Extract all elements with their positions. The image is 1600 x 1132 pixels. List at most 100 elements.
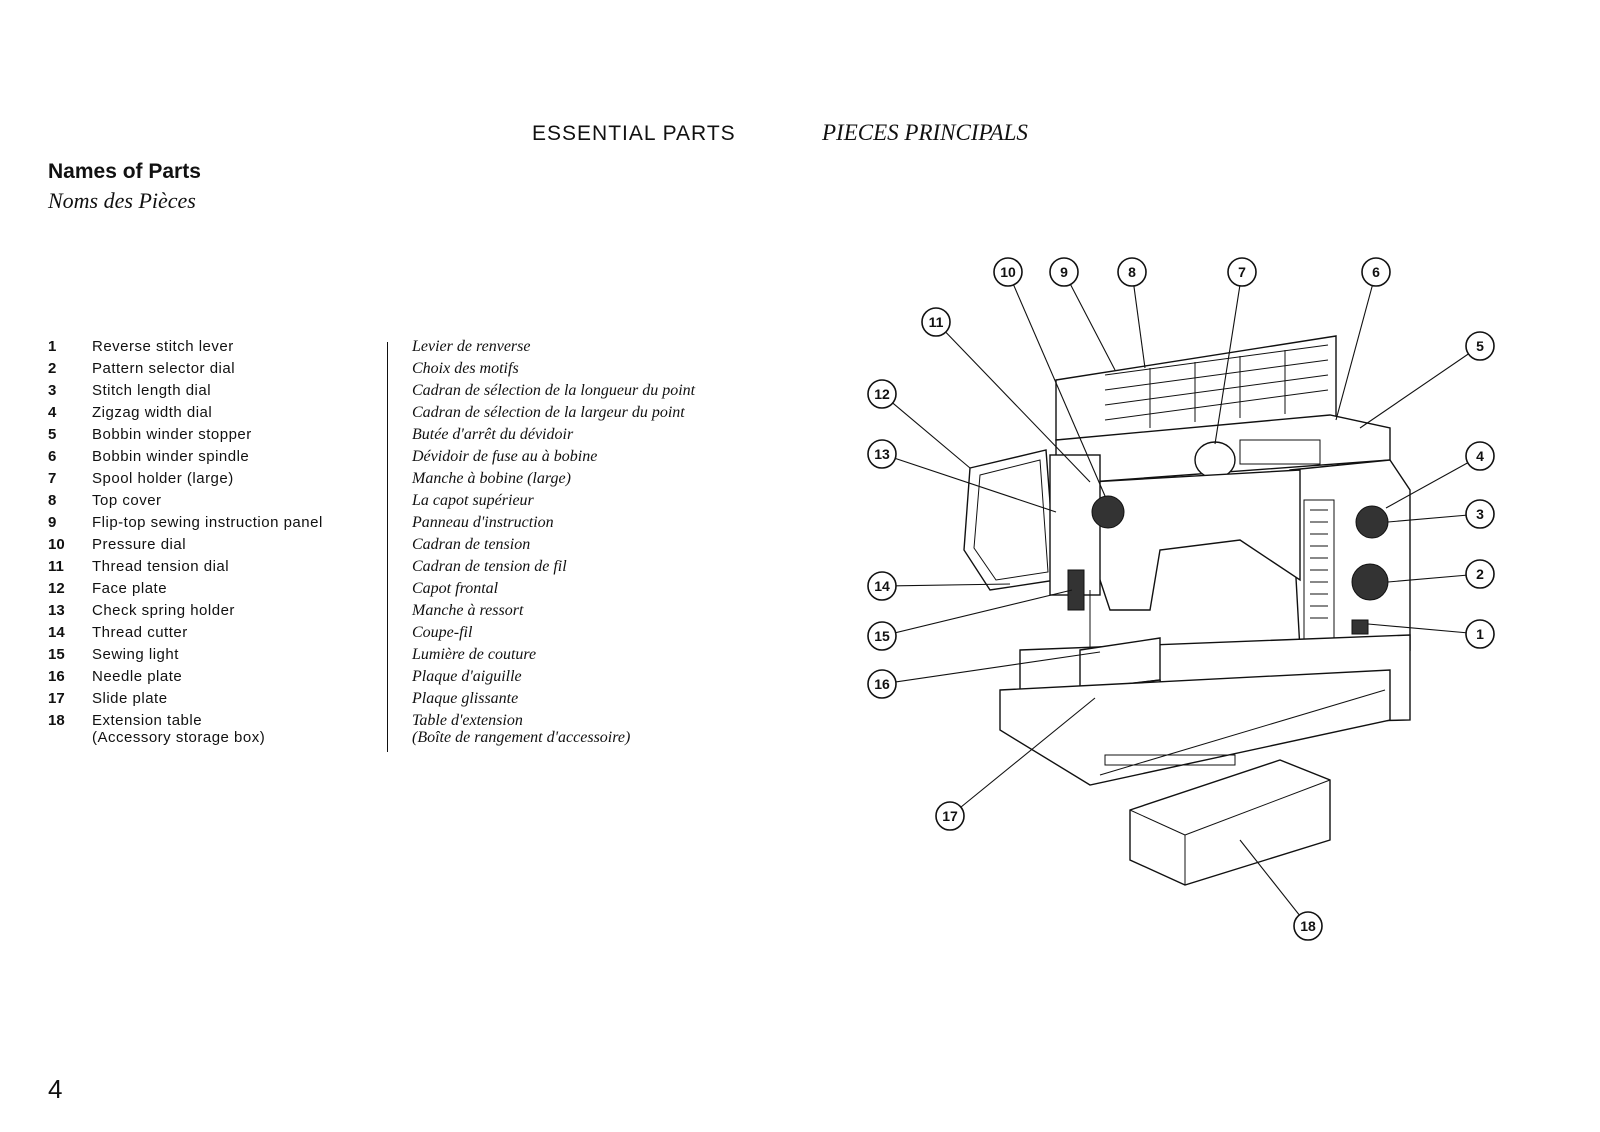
parts-list-item: 4 Zigzag width dial Cadran de sélection de… xyxy=(44,404,764,426)
svg-text:9: 9 xyxy=(1060,264,1068,280)
part-name-english: Sewing light xyxy=(92,646,179,663)
part-name-french: Panneau d'instruction xyxy=(412,514,554,531)
part-name-english: Slide plate xyxy=(92,690,168,707)
callout-12: 12 xyxy=(867,379,897,409)
svg-text:11: 11 xyxy=(929,314,944,330)
callout-4: 4 xyxy=(1465,441,1495,471)
header-title-english: ESSENTIAL PARTS xyxy=(532,122,736,145)
part-number: 10 xyxy=(48,536,65,553)
part-name-french: Plaque d'aiguille xyxy=(412,668,522,685)
svg-text:16: 16 xyxy=(874,676,890,692)
part-name-english: Needle plate xyxy=(92,668,183,685)
part-name-english: Thread cutter xyxy=(92,624,188,641)
part-number: 1 xyxy=(48,338,57,355)
page-header: ESSENTIAL PARTS PIECES PRINCIPALS xyxy=(0,118,1600,158)
part-number: 8 xyxy=(48,492,57,509)
pattern-selector-dial xyxy=(1351,563,1389,601)
callout-15: 15 xyxy=(867,621,897,651)
svg-text:1: 1 xyxy=(1476,626,1484,642)
part-name-french: Cadran de sélection de la largeur du poi… xyxy=(412,404,685,421)
callout-10: 10 xyxy=(993,257,1023,287)
part-number: 2 xyxy=(48,360,57,377)
part-name-english: Bobbin winder spindle xyxy=(92,448,250,465)
callout-9: 9 xyxy=(1049,257,1079,287)
part-number: 18 xyxy=(48,712,65,729)
part-name-english: Flip-top sewing instruction panel xyxy=(92,514,323,531)
sewing-light xyxy=(1067,569,1085,611)
svg-text:3: 3 xyxy=(1476,506,1484,522)
part-number: 7 xyxy=(48,470,57,487)
svg-text:13: 13 xyxy=(874,446,890,462)
callout-14: 14 xyxy=(867,571,897,601)
part-name-french: Lumière de couture xyxy=(412,646,537,663)
part-number: 5 xyxy=(48,426,57,443)
parts-list-item: 10 Pressure dial Cadran de tension xyxy=(44,536,764,558)
svg-text:15: 15 xyxy=(874,628,890,644)
svg-text:18: 18 xyxy=(1300,918,1316,934)
column-divider xyxy=(387,342,388,752)
parts-list-item: 7 Spool holder (large) Manche à bobine (la… xyxy=(44,470,764,492)
part-name-french: Manche à ressort xyxy=(412,602,524,619)
callout-11: 11 xyxy=(921,307,951,337)
part-name-french: Capot frontal xyxy=(412,580,499,597)
svg-text:2: 2 xyxy=(1476,566,1484,582)
machine-arm xyxy=(1089,469,1301,611)
header-title-french: PIECES PRINCIPALS xyxy=(822,120,1028,145)
part-name-french: Cadran de sélection de la longueur du po… xyxy=(412,382,696,399)
section-title-english: Names of Parts xyxy=(48,160,201,183)
callout-17: 17 xyxy=(935,801,965,831)
callout-5: 5 xyxy=(1465,331,1495,361)
part-name-english: Bobbin winder stopper xyxy=(92,426,252,443)
sewing-machine-illustration: 1 2 3 4 5 6 7 8 9 10 11 12 13 14 15 16 1… xyxy=(867,257,1495,941)
callout-1: 1 xyxy=(1465,619,1495,649)
callout-18: 18 xyxy=(1293,911,1323,941)
page-number: 4 xyxy=(48,1074,63,1104)
leader-lines xyxy=(881,271,1481,927)
part-name-english: Thread tension dial xyxy=(92,558,230,575)
parts-list-item: 12 Face plate Capot frontal xyxy=(44,580,764,602)
part-number: 6 xyxy=(48,448,57,465)
parts-list-item: 14 Thread cutter Coupe-fil xyxy=(44,624,764,646)
part-number: 12 xyxy=(48,580,65,597)
svg-text:6: 6 xyxy=(1372,264,1380,280)
zigzag-width-dial xyxy=(1355,505,1389,539)
part-name-english-sub: (Accessory storage box) xyxy=(92,729,266,746)
reverse-lever xyxy=(1351,619,1369,635)
accessory-storage-box xyxy=(1129,759,1331,886)
part-name-french: Plaque glissante xyxy=(412,690,519,707)
part-name-english: Pressure dial xyxy=(92,536,187,553)
callout-6: 6 xyxy=(1361,257,1391,287)
parts-list-item: 18 Extension table (Accessory storage bo… xyxy=(44,712,764,752)
part-name-english: Face plate xyxy=(92,580,168,597)
part-name-french: Coupe-fil xyxy=(412,624,473,641)
part-name-english: Pattern selector dial xyxy=(92,360,236,377)
part-number: 17 xyxy=(48,690,65,707)
callout-8: 8 xyxy=(1117,257,1147,287)
part-name-french: Dévidoir de fuse au à bobine xyxy=(412,448,598,465)
section-title-french: Noms des Pièces xyxy=(48,188,196,213)
part-number: 15 xyxy=(48,646,65,663)
svg-text:4: 4 xyxy=(1476,448,1484,464)
part-name-english: Zigzag width dial xyxy=(92,404,213,421)
part-name-english: Stitch length dial xyxy=(92,382,212,399)
svg-text:10: 10 xyxy=(1000,264,1016,280)
part-number: 11 xyxy=(48,558,64,575)
svg-text:5: 5 xyxy=(1476,338,1484,354)
section-title: Names of Parts Noms des Pièces xyxy=(48,160,201,214)
part-name-french: Butée d'arrêt du dévidoir xyxy=(412,426,574,443)
part-name-english: Spool holder (large) xyxy=(92,470,234,487)
part-name-french: Manche à bobine (large) xyxy=(412,470,571,487)
part-number: 14 xyxy=(48,624,65,641)
part-name-english: Reverse stitch lever xyxy=(92,338,234,355)
part-number: 4 xyxy=(48,404,57,421)
part-name-english: Extension table xyxy=(92,712,203,729)
part-name-french: Cadran de tension xyxy=(412,536,531,553)
part-number: 13 xyxy=(48,602,65,619)
callout-3: 3 xyxy=(1465,499,1495,529)
part-name-french-sub: (Boîte de rangement d'accessoire) xyxy=(412,729,631,746)
